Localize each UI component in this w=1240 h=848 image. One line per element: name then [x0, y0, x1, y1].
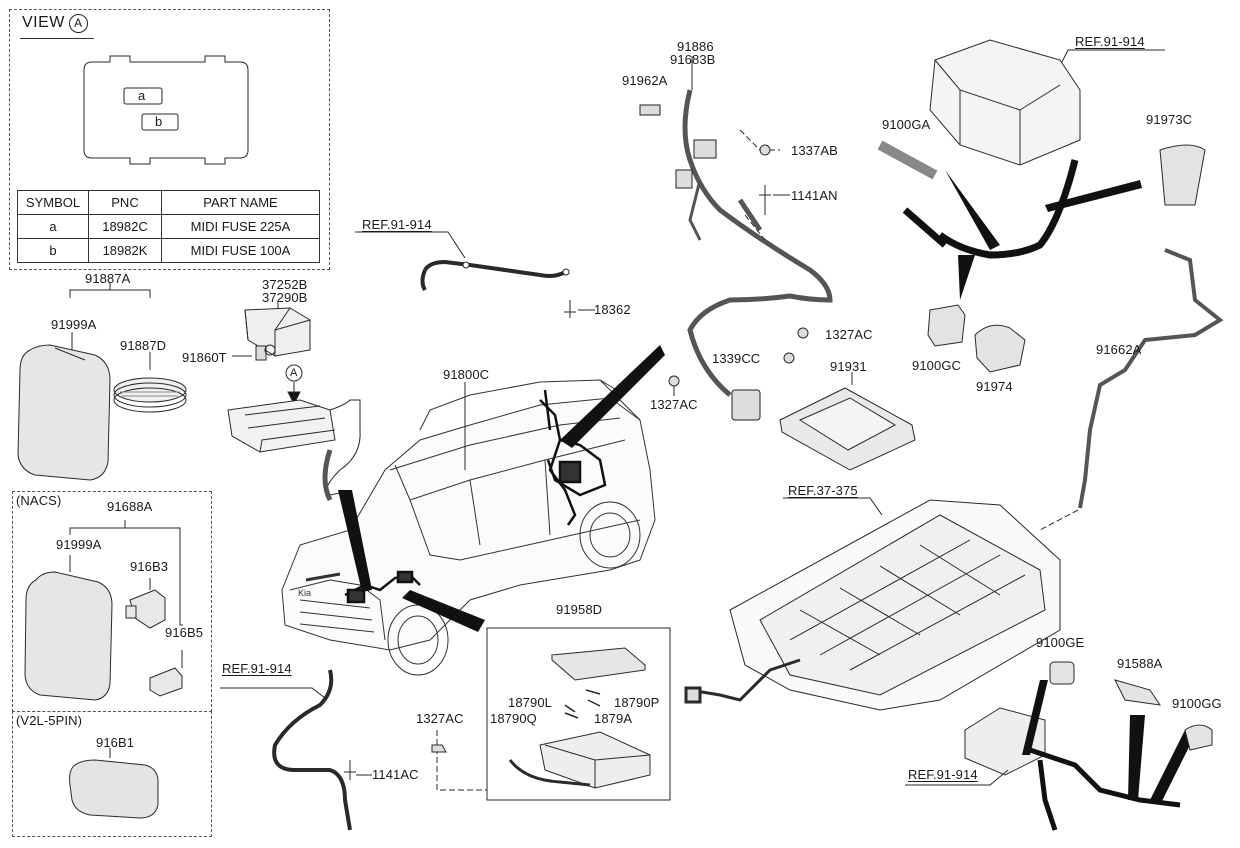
part-916B1 — [69, 759, 159, 819]
vehicle-body: Kia — [281, 379, 656, 676]
callout-18362: 18362 — [594, 302, 631, 317]
callout-ref-91914-c: REF.91-914 — [1075, 34, 1145, 49]
battery-pack — [729, 499, 1061, 711]
callout-37252B: 37252B — [262, 277, 308, 292]
callout-91588A: 91588A — [1117, 656, 1163, 671]
callout-91886: 91886 — [677, 39, 714, 54]
part-91958D-cover — [550, 647, 647, 681]
callout-916B1: 916B1 — [96, 735, 135, 750]
callout-91860T: 91860T — [182, 350, 227, 365]
v2l-label: (V2L-5PIN) — [16, 713, 83, 728]
part-916B5 — [149, 650, 183, 697]
callout-18790Q: 18790Q — [490, 711, 537, 726]
view-marker: A — [68, 14, 88, 33]
callout-A-marker: A — [290, 367, 298, 379]
callout-9100GE: 9100GE — [1036, 635, 1085, 650]
slot-b-label: b — [155, 114, 163, 129]
callout-9100GC: 9100GC — [912, 358, 962, 373]
leader-wedge-3 — [560, 345, 665, 448]
part-junction-box-91958D — [508, 731, 651, 789]
callout-91887D: 91887D — [120, 338, 167, 353]
callout-91800C: 91800C — [443, 367, 490, 382]
callout-91999A-nacs: 91999A — [56, 537, 102, 552]
callout-1141AN: 1141AN — [791, 188, 838, 203]
callout-1327AC-left: 1327AC — [650, 397, 698, 412]
cable-91662A — [1078, 248, 1224, 509]
callout-91962A: 91962A — [622, 73, 668, 88]
harness-battery — [684, 658, 801, 704]
part-91588A — [1114, 679, 1162, 706]
part-91887D — [113, 377, 187, 413]
leader-wedge-2 — [402, 590, 485, 632]
part-91999A-top — [17, 344, 111, 481]
callout-37290B: 37290B — [262, 290, 308, 305]
nacs-box — [12, 491, 212, 712]
table-row: a 18982C MIDI FUSE 225A — [17, 214, 320, 239]
callout-91931: 91931 — [830, 359, 867, 374]
cable-ref-top — [420, 259, 570, 292]
part-obc — [929, 39, 1081, 166]
callout-18790L: 18790L — [508, 695, 552, 710]
svg-text:Kia: Kia — [298, 588, 311, 598]
leader-wedge-1 — [338, 490, 372, 592]
callout-91683B: 91683B — [670, 52, 716, 67]
cable-ref-lower — [272, 669, 352, 831]
callout-ref-91914-d: REF.91-914 — [908, 767, 978, 782]
callout-1339CC: 1339CC — [712, 351, 761, 366]
part-9100GE — [1049, 661, 1075, 685]
harness-91886 — [682, 89, 833, 397]
callout-ref-91914-a: REF.91-914 — [362, 217, 432, 232]
part-91931 — [779, 387, 916, 471]
part-91974 — [974, 324, 1026, 373]
box-91958D — [486, 627, 671, 801]
callout-1327AC-low: 1327AC — [416, 711, 464, 726]
harness-91800C — [344, 389, 607, 604]
view-a-box — [9, 9, 330, 270]
callout-916B3: 916B3 — [130, 559, 169, 574]
callout-916B5: 916B5 — [165, 625, 204, 640]
callout-91688A: 91688A — [107, 499, 153, 514]
cell-symbol: a — [17, 214, 89, 239]
part-9100GG — [1184, 724, 1213, 751]
header-symbol: SYMBOL — [17, 190, 89, 215]
callout-91958D: 91958D — [556, 602, 603, 617]
cell-pnc: 18982C — [88, 214, 162, 239]
nacs-label: (NACS) — [16, 493, 62, 508]
callout-91974: 91974 — [976, 379, 1013, 394]
slot-a-label: a — [138, 88, 146, 103]
fuse-holder-outline — [83, 55, 249, 165]
callout-91999A-top: 91999A — [51, 317, 97, 332]
header-pnc: PNC — [88, 190, 162, 215]
callout-18790P: 18790P — [614, 695, 660, 710]
callout-91887A: 91887A — [85, 271, 131, 286]
callout-91973C: 91973C — [1146, 112, 1193, 127]
part-91999A-nacs — [24, 571, 113, 701]
part-37252B — [244, 307, 311, 357]
callout-9100GG: 9100GG — [1172, 696, 1222, 711]
cell-pnc: 18982K — [88, 238, 162, 263]
callout-1879A: 1879A — [594, 711, 633, 726]
v2l-box — [12, 711, 212, 837]
cell-symbol: b — [17, 238, 89, 263]
cell-part-name: MIDI FUSE 225A — [161, 214, 320, 239]
junction-block — [227, 399, 361, 502]
callout-1141AC: 1141AC — [372, 767, 419, 782]
callout-1337AB: 1337AB — [791, 143, 838, 158]
callout-91662A: 91662A — [1096, 342, 1142, 357]
callout-1327AC-mid: 1327AC — [825, 327, 873, 342]
callout-ref-37375: REF.37-375 — [788, 483, 858, 498]
callout-9100GA: 9100GA — [882, 117, 931, 132]
part-9100GC — [927, 304, 966, 347]
callout-ref-91914-b: REF.91-914 — [222, 661, 292, 676]
part-91973C — [1159, 144, 1206, 206]
part-916B3 — [125, 589, 166, 629]
header-part-name: PART NAME — [161, 190, 320, 215]
table-row: b 18982K MIDI FUSE 100A — [17, 238, 320, 263]
view-title-underline — [20, 38, 94, 39]
cell-part-name: MIDI FUSE 100A — [161, 238, 320, 263]
fuse-table: SYMBOL PNC PART NAME a 18982C MIDI FUSE … — [17, 190, 320, 263]
part-91860T — [255, 344, 276, 361]
